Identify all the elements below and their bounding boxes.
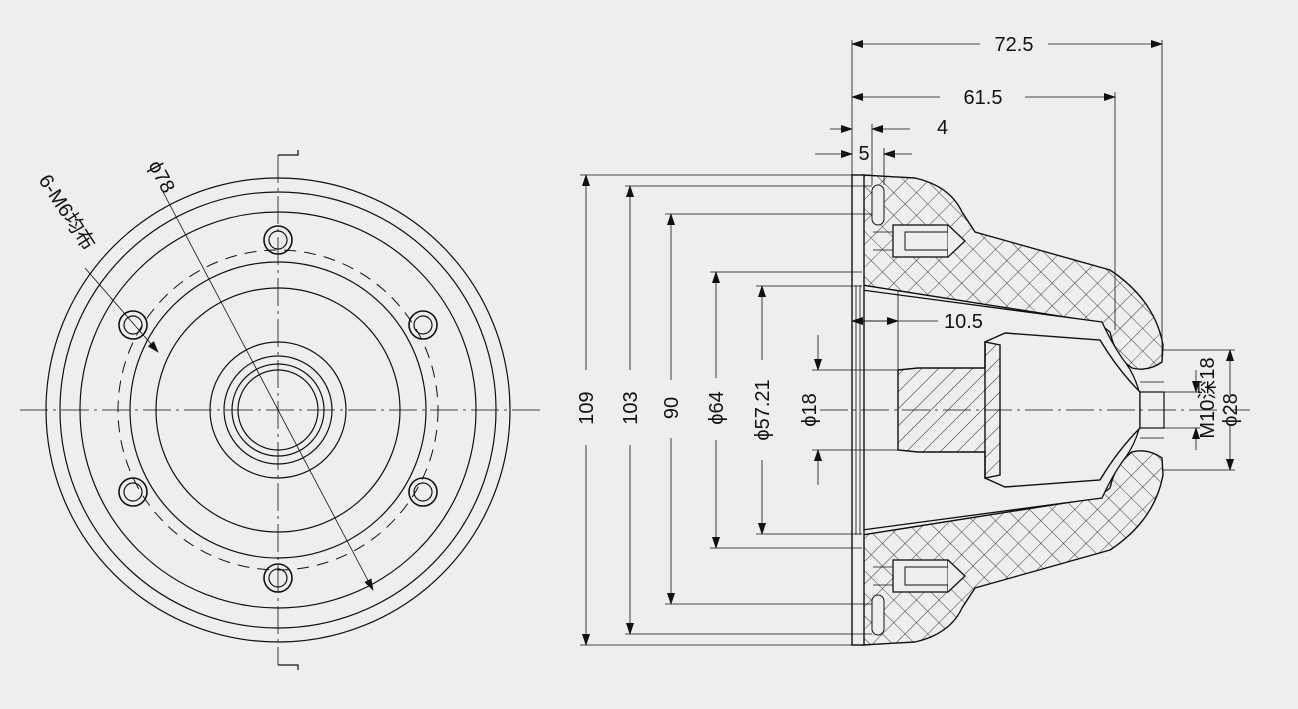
section-mark-top: [278, 150, 299, 156]
section-view: 72.5 61.5 4 5 10.5 109 103: [576, 34, 1250, 646]
rim-slot-lower: [871, 594, 885, 636]
dim-4-label: 4: [937, 117, 948, 139]
dim-5-label: 5: [858, 143, 869, 165]
front-view: ϕ78 6-M6均布: [20, 150, 545, 670]
dim-10-5-label: 10.5: [944, 311, 983, 333]
dim-18-label: ϕ18: [799, 393, 821, 426]
thread-hole-lower: [873, 559, 966, 593]
dim-109-label: 109: [576, 391, 598, 424]
dim-64-label: ϕ64: [706, 391, 728, 424]
dim-61-5-label: 61.5: [964, 87, 1003, 109]
pcd-label: ϕ78: [144, 157, 179, 197]
holes-leader-line: [84, 267, 159, 353]
section-mark-bottom: [278, 664, 299, 670]
dim-90-label: 90: [661, 397, 683, 419]
dim-5721-label: ϕ57.21: [752, 379, 774, 440]
thread-label: M10深18: [1196, 357, 1219, 438]
rim-slot-upper: [871, 184, 885, 226]
bolt-hole: [118, 477, 148, 507]
holes-label: 6-M6均布: [34, 170, 100, 254]
bolt-hole: [118, 310, 148, 340]
pcd-dimension-line: [161, 189, 374, 591]
dim-28-label: ϕ28: [1220, 393, 1242, 426]
bolt-hole: [408, 310, 438, 340]
bolt-hole: [408, 477, 438, 507]
dim-103-label: 103: [620, 391, 642, 424]
thread-hole-upper: [873, 224, 966, 258]
dim-72-5-label: 72.5: [995, 34, 1034, 56]
